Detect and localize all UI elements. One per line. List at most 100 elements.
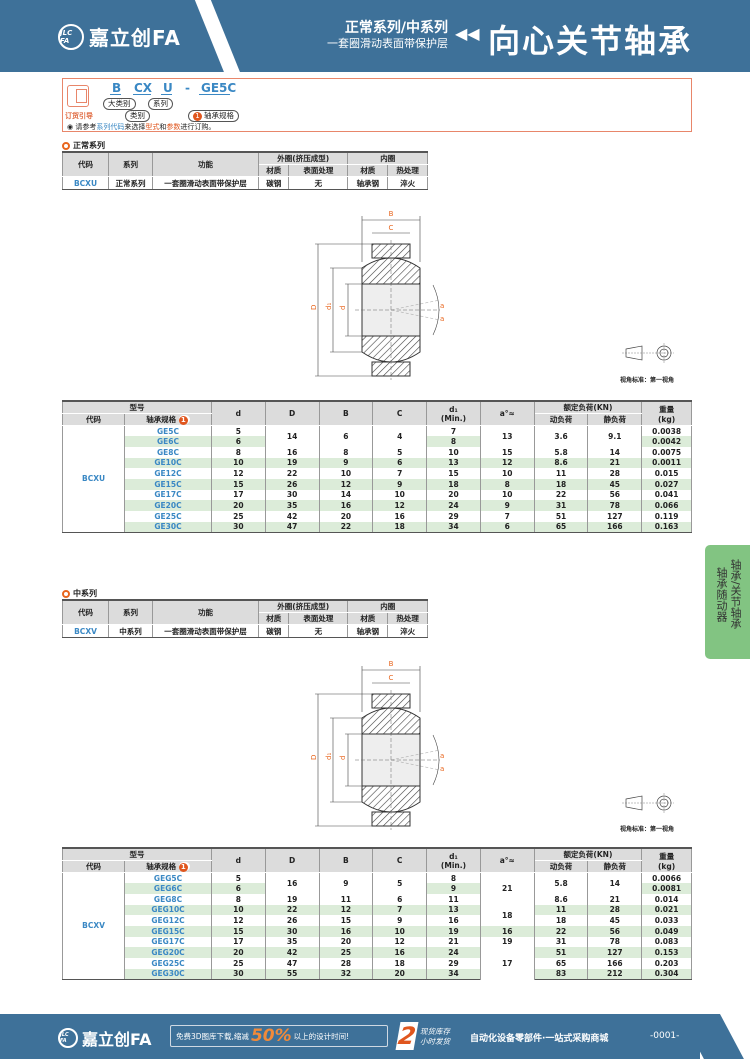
spec-link[interactable]: GE12C <box>124 468 212 479</box>
cell-c: 9 <box>372 478 428 490</box>
cell-d: 30 <box>264 489 320 501</box>
page-title: 向心关节轴承 <box>488 22 693 60</box>
spec-link[interactable]: GEG10C <box>124 904 212 916</box>
cell-d1: 9 <box>426 883 481 894</box>
spec-link[interactable]: GE30C <box>124 521 212 533</box>
cell-stat: 45 <box>587 915 643 926</box>
cell-c: 9 <box>372 915 428 926</box>
spec-link[interactable]: GE10C <box>124 457 212 469</box>
spec-table-medium: 型号 d D B C d₁(Min.) a°≈ 额定负荷(KN) 重量(kg) … <box>61 847 692 980</box>
cell-w: 0.014 <box>641 893 692 905</box>
spec-link[interactable]: GEG8C <box>124 893 212 905</box>
spec-link[interactable]: GEG15C <box>124 925 212 937</box>
spec-number-badge: 1 <box>193 112 202 121</box>
cell-c: 6 <box>372 457 428 469</box>
footer-brand-logo[interactable]: JLC FA 嘉立创FA <box>58 1026 151 1050</box>
code-dash: - <box>185 81 190 95</box>
cell-d: 35 <box>264 500 320 511</box>
spec-link[interactable]: GEG5C <box>124 872 212 884</box>
series-code-cell: BCXU <box>61 425 126 533</box>
brand-logo[interactable]: JLC FA 嘉立创FA <box>58 22 181 51</box>
svg-text:B: B <box>389 660 394 668</box>
cell-dyn: 5.8 <box>533 446 589 458</box>
link-type[interactable]: 型式 <box>145 123 160 131</box>
cell-d1: 16 <box>426 915 481 926</box>
svg-text:B: B <box>389 210 394 218</box>
table-row: BCXV 中系列 一套圈滑动表面带保护层 碳钢 无 轴承钢 淬火 <box>62 624 428 638</box>
spec-link[interactable]: GEG20C <box>124 947 212 958</box>
page-number: -0001- <box>650 1031 680 1041</box>
cell-w: 0.0038 <box>641 425 692 437</box>
cell-d: 35 <box>264 936 320 948</box>
brand-name: 嘉立创FA <box>89 26 181 50</box>
cell-d1: 20 <box>426 489 481 501</box>
cell-stat: 21 <box>587 457 643 469</box>
cell-stat: 9.1 <box>587 425 643 447</box>
spec-link[interactable]: GE8C <box>124 446 212 458</box>
cell-d: 42 <box>264 947 320 958</box>
cell-a: 8 <box>479 478 535 490</box>
cell-a: 10 <box>479 489 535 501</box>
spec-link[interactable]: GE25C <box>124 511 212 522</box>
link-series-code[interactable]: 系列代码 <box>96 123 125 131</box>
spec-link[interactable]: GEG6C <box>124 883 212 894</box>
cell-dyn: 22 <box>533 489 589 501</box>
cell-d: 8 <box>210 446 266 458</box>
svg-text:D: D <box>310 755 318 760</box>
spec-link[interactable]: GE5C <box>124 425 212 437</box>
spec-link[interactable]: GE20C <box>124 500 212 511</box>
link-params[interactable]: 参数 <box>166 123 181 131</box>
spec-link[interactable]: GEG30C <box>124 968 212 980</box>
cell-c: 12 <box>372 936 428 948</box>
order-note: ◉ 请参考系列代码来选择型式和参数进行订购。 <box>67 123 216 131</box>
spec-link[interactable]: GEG17C <box>124 936 212 948</box>
cell-d: 22 <box>264 904 320 916</box>
cell-d: 19 <box>264 893 320 905</box>
cell-d: 17 <box>210 489 266 501</box>
svg-text:a: a <box>440 302 444 310</box>
cell-a: 13 <box>479 425 535 447</box>
cell-d: 26 <box>264 478 320 490</box>
header-subtitle: 正常系列/中系列 一套圈滑动表面带保护层 <box>300 20 448 51</box>
cell-a: 18 <box>479 904 535 926</box>
cell-d1: 13 <box>426 457 481 469</box>
cell-d: 26 <box>264 915 320 926</box>
cell-d1: 24 <box>426 947 481 958</box>
cell-b: 14 <box>318 489 374 501</box>
cell-d: 20 <box>210 500 266 511</box>
svg-text:d: d <box>339 306 347 310</box>
cell-stat: 127 <box>587 947 643 958</box>
circle-bullet-icon <box>62 141 70 150</box>
cell-a: 6 <box>479 521 535 533</box>
series-code-cell: BCXV <box>61 872 126 980</box>
cell-d: 30 <box>264 925 320 937</box>
cell-dyn: 3.6 <box>533 425 589 447</box>
cell-stat: 14 <box>587 872 643 894</box>
cell-w: 0.153 <box>641 947 692 958</box>
spec-link[interactable]: GE15C <box>124 478 212 490</box>
cell-dyn: 65 <box>533 958 589 969</box>
cell-b: 25 <box>318 947 374 958</box>
spec-link[interactable]: GE6C <box>124 436 212 447</box>
cell-c: 6 <box>372 893 428 905</box>
category-side-tab[interactable]: 轴承/关节轴承 轴承随动器 <box>705 545 750 659</box>
cell-d1: 19 <box>426 925 481 937</box>
cell-c: 16 <box>372 947 428 958</box>
cell-b: 28 <box>318 958 374 969</box>
spec-link[interactable]: GEG25C <box>124 958 212 969</box>
spec-link[interactable]: GE17C <box>124 489 212 501</box>
cell-dyn: 18 <box>533 478 589 490</box>
cell-dyn: 11 <box>533 904 589 916</box>
cell-w: 0.0066 <box>641 872 692 884</box>
spec-link[interactable]: GEG12C <box>124 915 212 926</box>
cell-stat: 78 <box>587 500 643 511</box>
cell-d1: 18 <box>426 478 481 490</box>
